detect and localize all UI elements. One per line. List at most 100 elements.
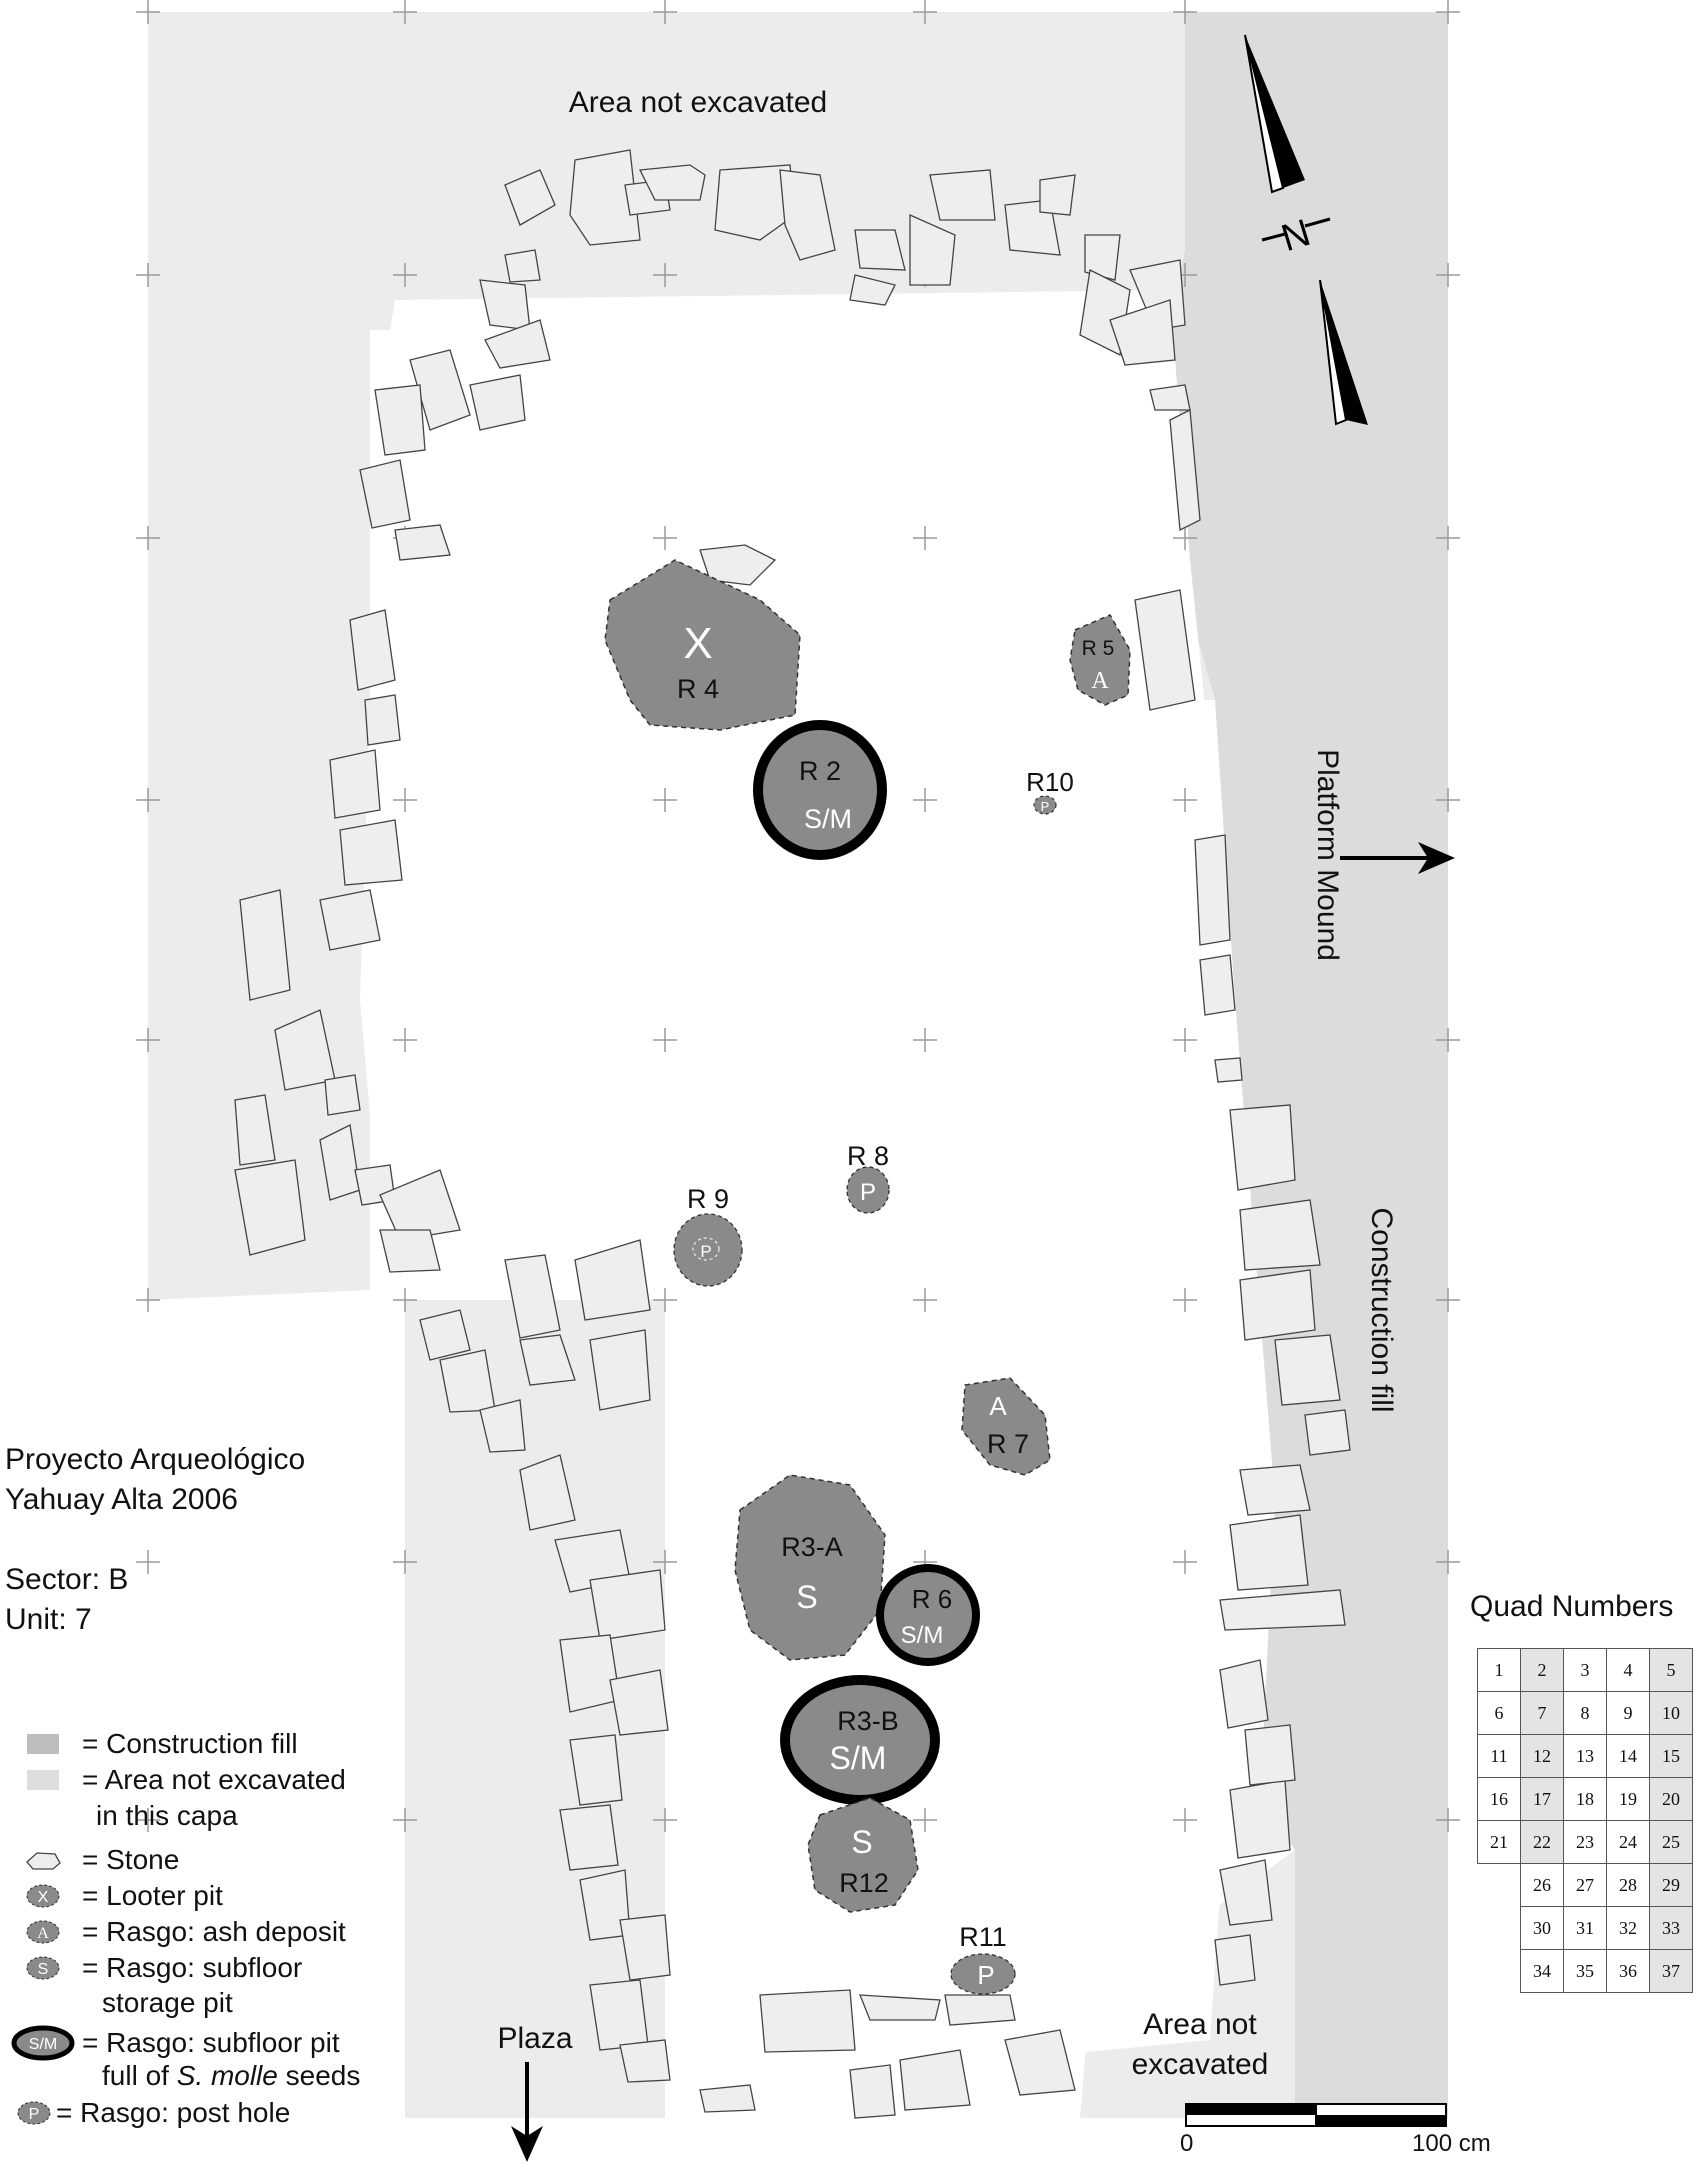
plaza-arrow (511, 2062, 543, 2162)
r9-id: R 9 (687, 1184, 729, 1214)
grid-cross (1436, 0, 1460, 24)
r4-id: R 4 (677, 674, 719, 704)
r11-id: R11 (959, 1922, 1007, 1952)
legend-molle-seeds: seeds (277, 2060, 361, 2091)
grid-cross (913, 0, 937, 24)
post-hole-icon: P (14, 2096, 54, 2130)
grid-cross (1436, 1550, 1460, 1574)
stone (1274, 1334, 1341, 1406)
rasgo-r2 (753, 720, 887, 860)
stone (1304, 1409, 1351, 1456)
stone (574, 1239, 651, 1321)
grid-cross (913, 1288, 937, 1312)
stone (1219, 1859, 1273, 1926)
rasgo-r3a (734, 1474, 886, 1661)
unit-label: Unit: 7 (5, 1603, 92, 1636)
legend-storage-pit: S = Rasgo: subfloor (10, 1950, 302, 1986)
stone (1229, 1779, 1291, 1859)
stone (1004, 2029, 1076, 2096)
grid-cross (136, 1550, 160, 1574)
grid-cross (653, 526, 677, 550)
r3b-id: R3-B (837, 1706, 899, 1736)
grid-cross (393, 788, 417, 812)
quad-cell (1478, 1950, 1521, 1993)
stone (484, 319, 551, 369)
stone (1219, 1589, 1346, 1631)
legend-molle-species: S. molle (176, 2060, 278, 2091)
stone (589, 1569, 666, 1641)
legend-stone-text: = Stone (82, 1844, 180, 1875)
stone (379, 1169, 461, 1241)
stone (569, 1734, 623, 1806)
quad-cell: 32 (1606, 1906, 1650, 1950)
quad-cell: 35 (1563, 1949, 1607, 1993)
project-year: Yahuay Alta 2006 (5, 1483, 238, 1516)
quad-cell (1478, 1864, 1521, 1907)
stone (239, 889, 291, 1001)
grid-cross (136, 788, 160, 812)
stone (609, 1669, 669, 1736)
legend-looter-pit-text: = Looter pit (82, 1880, 223, 1911)
grid-cross (913, 526, 937, 550)
quad-cell: 7 (1520, 1691, 1564, 1735)
stone (1229, 1104, 1296, 1191)
grid-cross (653, 1288, 677, 1312)
grid-cross (1173, 1550, 1197, 1574)
stone (319, 889, 381, 951)
quad-cell: 2 (1520, 1648, 1564, 1692)
quad-cell: 9 (1606, 1691, 1650, 1735)
grid-cross (1436, 1808, 1460, 1832)
r10-id: R10 (1026, 767, 1074, 797)
stone (1169, 408, 1201, 532)
stone (859, 1994, 941, 2021)
quad-cell: 21 (1477, 1820, 1521, 1864)
grid-crosses (136, 0, 1460, 1832)
quad-cell: 28 (1606, 1863, 1650, 1907)
grid-cross (1173, 1028, 1197, 1052)
quad-cell: 24 (1606, 1820, 1650, 1864)
stone (234, 1094, 276, 1166)
legend-molle-full-of: full of (102, 2060, 177, 2091)
r2-id: R 2 (799, 756, 841, 786)
legend-construction-fill-text: = Construction fill (82, 1728, 298, 1759)
stone (419, 1309, 471, 1361)
scale-zero-label: 0 (1180, 2130, 1194, 2157)
legend-post-hole-text: = Rasgo: post hole (56, 2097, 291, 2128)
scale-end-label: 100 cm (1412, 2130, 1491, 2157)
stone (849, 2064, 896, 2119)
stone (1219, 1659, 1269, 1729)
rasgo-r5 (1069, 614, 1131, 706)
stone (929, 169, 996, 221)
rasgo-r4 (604, 559, 801, 731)
grid-cross (136, 1288, 160, 1312)
quad-cell: 37 (1649, 1949, 1693, 1993)
ash-deposit-symbol: A (37, 1925, 49, 1942)
quad-cell: 4 (1606, 1648, 1650, 1692)
legend-not-excavated-text: = Area not excavated (82, 1764, 346, 1795)
grid-cross (1173, 788, 1197, 812)
quad-cell (1478, 1907, 1521, 1950)
rasgo-r11 (950, 1953, 1016, 1995)
stone (394, 524, 451, 561)
rasgo-r8 (846, 1166, 890, 1214)
sector-label: Sector: B (5, 1563, 129, 1596)
quad-cell: 11 (1477, 1734, 1521, 1778)
stone (1004, 199, 1061, 256)
storage-pit-symbol: S (38, 1961, 49, 1978)
platform-arrow (1340, 842, 1455, 874)
grid-cross (136, 526, 160, 550)
grid-cross (1436, 1288, 1460, 1312)
stone (1214, 1934, 1256, 1986)
r8-id: R 8 (847, 1141, 889, 1171)
grid-cross (653, 788, 677, 812)
feature-labels: X R 4 R 2 S/M R 5 A R10 P R 8 P R 9 P A … (677, 619, 1114, 1990)
stone (569, 149, 641, 246)
legend-looter-pit: X = Looter pit (10, 1878, 223, 1914)
stone (1244, 1724, 1296, 1786)
grid-cross (393, 1808, 417, 1832)
r10-code: P (1041, 799, 1050, 814)
grid-cross (1436, 1028, 1460, 1052)
stone (589, 1329, 651, 1411)
